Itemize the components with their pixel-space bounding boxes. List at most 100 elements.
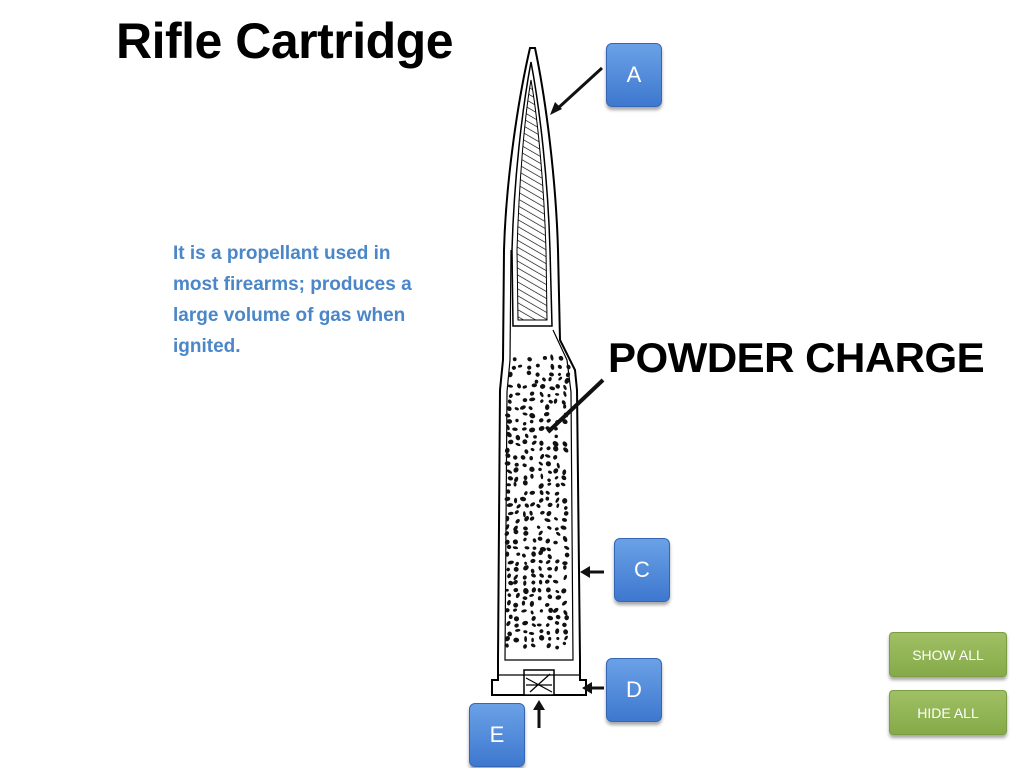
powder-grain [522,385,528,389]
powder-grain [515,561,519,567]
powder-grain [562,641,567,646]
powder-grain [505,643,509,648]
powder-grain [538,498,544,503]
label-button-c[interactable]: C [614,538,670,602]
powder-grain [508,393,513,398]
powder-grain [546,446,551,451]
powder-grain [555,614,561,620]
powder-grain [558,355,564,361]
powder-grain [505,413,511,418]
powder-grain [538,461,543,466]
label-button-d[interactable]: D [606,658,662,722]
powder-grain [505,588,509,592]
powder-grain [527,365,532,370]
powder-grain [522,439,528,445]
powder-grain [513,574,518,581]
powder-grain [523,565,529,571]
powder-grain [507,511,514,516]
powder-grain [506,503,514,507]
arrow-icon [546,378,605,434]
powder-grain [555,559,560,564]
powder-grain [555,645,560,650]
powder-grain [544,404,550,411]
show-all-button[interactable]: SHOW ALL [889,632,1007,677]
cartridge-diagram [491,47,605,728]
powder-grain [554,621,560,625]
powder-grain [504,461,511,466]
powder-grain [544,603,550,607]
powder-grain [539,440,544,446]
powder-grain [548,607,554,613]
powder-grain [542,356,548,360]
powder-grains [504,354,571,650]
powder-grain [532,546,537,550]
powder-grain [512,357,517,362]
powder-grain [519,405,526,410]
label-button-a[interactable]: A [606,43,662,107]
powder-grain [512,546,519,550]
powder-grain [558,376,563,381]
powder-grain [523,530,529,536]
powder-grain [519,496,527,502]
powder-grain [534,379,539,384]
powder-grain [539,609,544,613]
powder-grain [515,592,520,599]
powder-grain [530,610,534,615]
powder-grain [544,454,551,458]
powder-grain [507,599,511,606]
powder-grain [539,384,546,389]
powder-grain [513,525,518,532]
powder-grain [504,496,511,502]
powder-grain [530,643,536,648]
powder-grain [540,510,545,515]
powder-grain [553,468,559,474]
powder-grain [548,399,553,404]
powder-grain [515,628,521,632]
powder-grain [563,511,569,516]
powder-grain [505,551,510,557]
powder-grain [549,386,556,391]
powder-grain [554,491,560,496]
powder-grain [517,364,523,368]
powder-grain [522,427,527,431]
powder-grain [522,553,526,558]
powder-grain [556,503,560,508]
powder-grain [537,596,542,601]
powder-grain [536,503,541,508]
powder-grain [544,518,551,523]
powder-grain [528,631,535,635]
powder-grain [546,418,551,423]
powder-grain [521,609,527,613]
powder-grain [562,535,568,543]
powder-grain [564,506,568,510]
powder-grain [554,527,559,531]
powder-grain [529,413,536,419]
powder-grain [514,623,519,628]
powder-grain [561,600,568,606]
powder-grain [514,407,519,411]
powder-grain [555,595,562,600]
powder-grain [538,550,544,556]
powder-grain [554,476,559,480]
powder-grain [505,608,510,613]
hide-all-button[interactable]: HIDE ALL [889,690,1007,735]
powder-grain [524,546,530,550]
powder-grain [505,524,510,530]
powder-grain [524,503,530,508]
arrow-icon [554,66,604,112]
powder-grain [552,607,559,613]
powder-grain [530,473,534,479]
powder-grain [536,623,542,627]
powder-grain [516,504,521,509]
powder-grain [529,516,535,521]
powder-grain [508,439,514,445]
powder-grain [553,540,558,545]
powder-grain [505,453,511,458]
powder-grain [529,397,536,402]
powder-grain [508,371,513,378]
powder-grain [561,400,566,406]
powder-grain [555,393,560,396]
powder-grain [522,575,527,580]
powder-grain [512,427,518,431]
label-button-e[interactable]: E [469,703,525,767]
